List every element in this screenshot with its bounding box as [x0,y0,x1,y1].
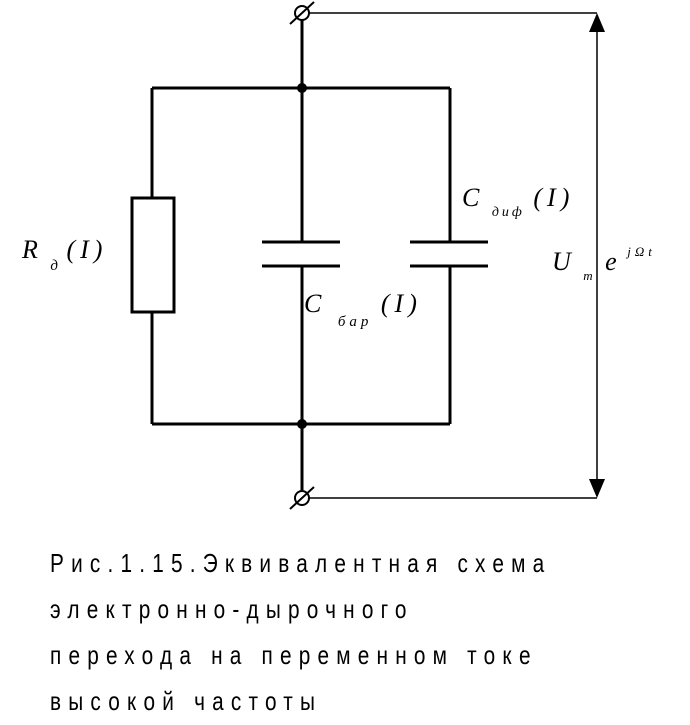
caption-line-3: перехода на переменном токе [50,640,538,670]
caption-line-4: высокой частоты [50,686,323,716]
cap-barrier-argument: (I) [381,289,422,318]
resistor-symbol [130,196,176,314]
cap-diffusion-label: C диф (I) [462,183,574,222]
voltage-label: U m e jΩt [552,244,656,286]
voltage-arrow-head-top [589,13,605,32]
cap-diffusion-argument: (I) [533,183,574,212]
cap-barrier-symbol-text: C [304,289,322,318]
caption-line-2: электронно-дырочного [50,594,414,624]
voltage-symbol-text: U [552,247,573,276]
cap-barrier-label: C бар (I) [304,289,422,332]
cap-diffusion-symbol-text: C [462,183,480,212]
voltage-subscript: m [583,268,592,283]
junction-top [297,83,307,93]
caption-line-1: Рис.1.15.Эквивалентная схема [50,548,552,578]
resistor-label: R д (I) [21,235,107,276]
terminal-top-slash [289,1,315,25]
resistor-subscript: д [50,258,58,274]
voltage-exp-base: e [605,247,617,276]
resistor-symbol-text: R [21,235,38,264]
voltage-exponent: jΩt [625,244,656,259]
terminal-bottom-slash [289,486,315,510]
cap-diffusion-subscript: диф [492,205,525,220]
voltage-arrow-head-bottom [589,479,605,498]
cap-barrier-subscript: бар [338,314,373,330]
junction-bottom [297,419,307,429]
resistor-argument: (I) [66,235,107,264]
figure-caption: Рис.1.15.Эквивалентная схема электронно-… [50,540,546,724]
equivalent-circuit-diagram: R д (I) C бар (I) C диф (I) U m e jΩt [21,1,656,510]
